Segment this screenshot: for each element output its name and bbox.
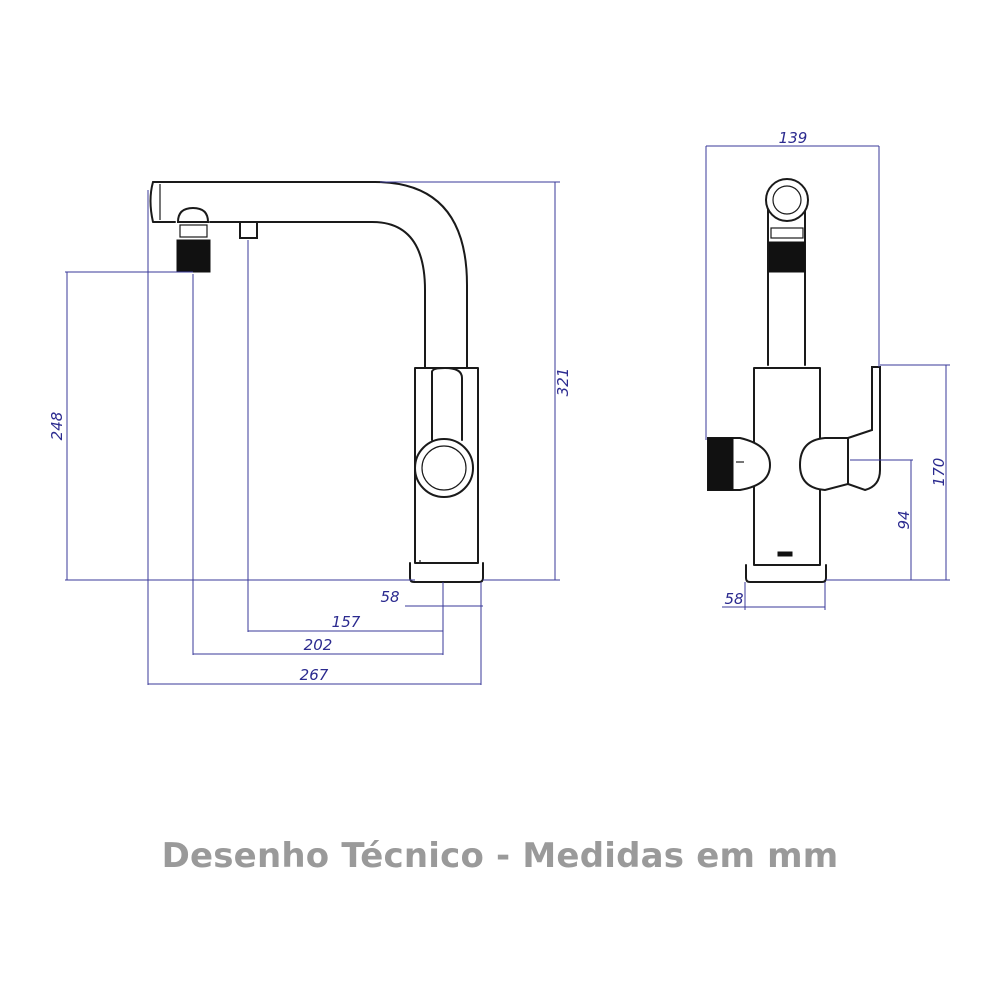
dim-139: 139 — [705, 129, 880, 440]
dim-267: 267 — [148, 666, 481, 685]
front-view: 139 170 94 58 — [705, 129, 950, 610]
dim-157: 157 — [248, 613, 443, 632]
dim-label-94: 94 — [895, 510, 913, 529]
dim-label-267: 267 — [300, 666, 329, 684]
dim-label-139: 139 — [779, 129, 808, 147]
faucet-front — [707, 178, 881, 583]
dim-94: 94 — [850, 459, 913, 580]
dim-321: 321 — [380, 181, 572, 581]
dim-label-202: 202 — [304, 636, 333, 654]
aerator-icon — [176, 239, 211, 273]
aerator-front-icon — [768, 241, 806, 273]
faucet-body — [149, 181, 484, 583]
side-view: 321 248 58 157 202 — [48, 181, 572, 685]
dim-label-248: 248 — [48, 412, 66, 441]
left-knob-grip-icon — [707, 437, 734, 491]
dim-label-170: 170 — [930, 458, 948, 487]
dim-58-side: 58 — [380, 588, 483, 607]
dim-label-157: 157 — [332, 613, 361, 631]
caption: Desenho Técnico - Medidas em mm — [161, 836, 839, 876]
dim-58-front: 58 — [722, 582, 826, 610]
dim-label-321: 321 — [554, 368, 572, 397]
dim-202: 202 — [193, 636, 443, 655]
dim-248: 248 — [48, 271, 415, 581]
dim-label-58-side: 58 — [380, 588, 399, 606]
dim-label-58-front: 58 — [724, 590, 743, 608]
dim-170: 170 — [826, 364, 950, 581]
